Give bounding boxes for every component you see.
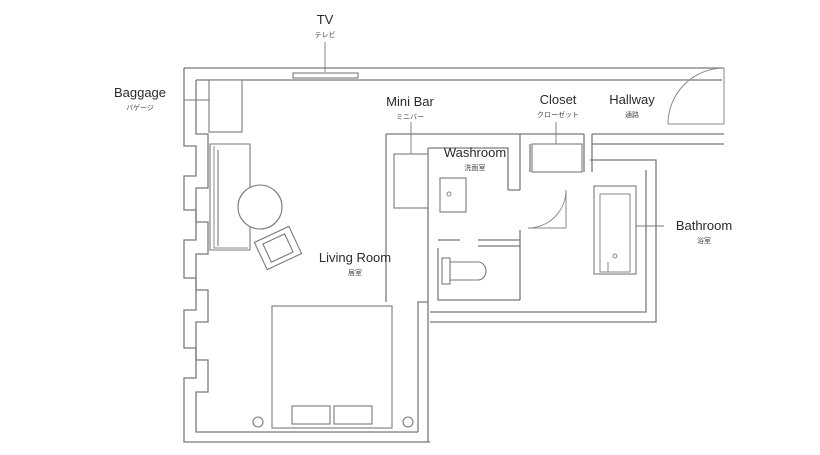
label-closet-en: Closet [539,92,577,107]
label-living-en: Living Room [318,250,392,265]
baggage-rack [208,79,243,133]
label-tv-jp: テレビ [314,31,336,39]
doors [527,67,725,229]
toilet [441,257,487,285]
label-minibar-en: Mini Bar [386,94,434,109]
label-hallway: Hallway 通路 [592,92,672,120]
label-closet: Closet クローゼット [518,92,598,120]
label-baggage: Baggage バゲージ [100,85,180,113]
label-minibar: Mini Bar ミニバー [370,94,450,122]
label-hallway-jp: 通路 [625,111,639,119]
label-baggage-jp: バゲージ [126,104,154,112]
bathtub [593,185,637,275]
armchair [253,225,303,271]
tv-unit [292,72,359,79]
label-washroom-en: Washroom [443,145,507,160]
label-bathroom-en: Bathroom [675,218,733,233]
label-washroom-jp: 洗面室 [464,164,486,172]
interior-walls [385,133,724,323]
label-hallway-en: Hallway [609,92,655,107]
mini-bar [393,153,429,209]
round-table [237,184,283,230]
nightstand-lamp-left [252,416,264,428]
label-tv: TV テレビ [305,12,345,40]
nightstand-lamp-right [402,416,414,428]
bed [271,305,393,429]
label-tv-en: TV [316,12,334,27]
label-bathroom: Bathroom 浴室 [664,218,744,246]
label-bathroom-jp: 浴室 [697,237,711,245]
label-washroom: Washroom 洗面室 [432,145,518,173]
closet-unit [531,143,583,173]
label-baggage-en: Baggage [113,85,167,100]
label-living-jp: 居室 [348,269,362,277]
bed-pillow-left [291,405,331,425]
label-closet-jp: クローゼット [537,111,579,119]
label-minibar-jp: ミニバー [396,113,424,121]
label-living-room: Living Room 居室 [306,250,404,278]
sofa [209,143,251,251]
outer-walls [183,67,724,443]
bed-pillow-right [333,405,373,425]
wash-basin [439,177,467,213]
